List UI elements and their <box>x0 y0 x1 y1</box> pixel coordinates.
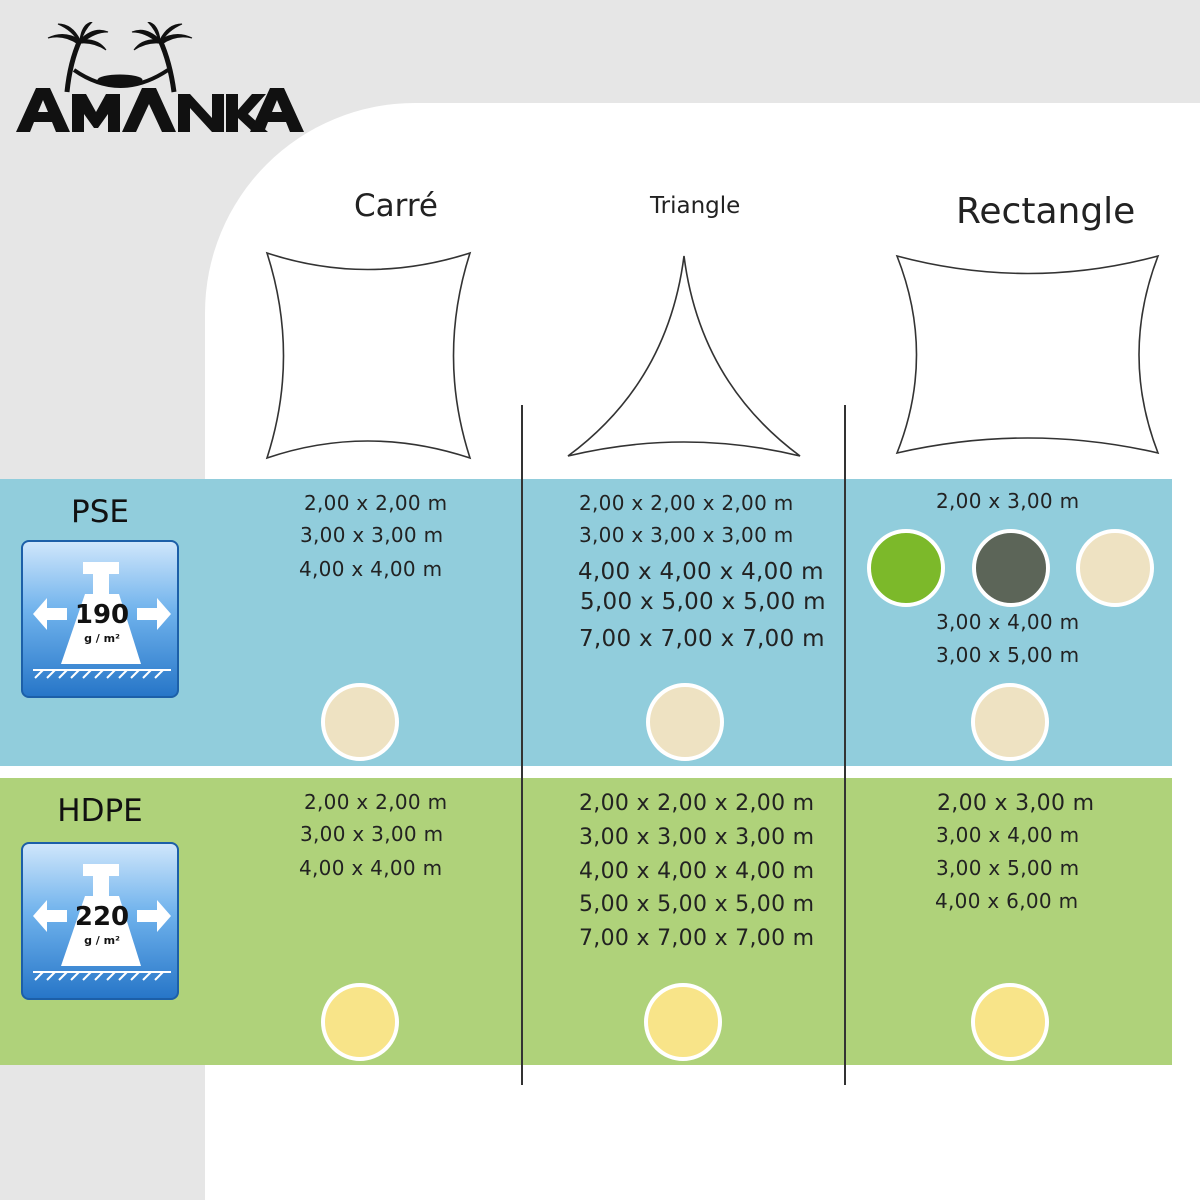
pse-triangle-size: 7,00 x 7,00 x 7,00 m <box>579 626 825 652</box>
color-swatch-green[interactable] <box>867 529 945 607</box>
weight-icon <box>33 864 171 981</box>
pse-triangle-size: 5,00 x 5,00 x 5,00 m <box>580 589 826 615</box>
column-divider-2 <box>844 405 846 1085</box>
color-swatch-sand[interactable] <box>1076 529 1154 607</box>
triangle-sail-shape <box>567 255 801 457</box>
hdpe-rectangle-size: 3,00 x 4,00 m <box>936 823 1080 847</box>
pse-square-size: 3,00 x 3,00 m <box>300 523 444 547</box>
pse-rectangle-size: 2,00 x 3,00 m <box>936 489 1080 513</box>
material-label-hdpe: HDPE <box>57 793 143 829</box>
hdpe-square-size: 4,00 x 4,00 m <box>299 856 443 880</box>
column-divider-1 <box>521 405 523 1085</box>
material-label-pse: PSE <box>71 494 129 530</box>
color-swatch-yellow[interactable] <box>971 983 1049 1061</box>
pse-rectangle-size: 3,00 x 4,00 m <box>936 610 1080 634</box>
pse-square-size: 2,00 x 2,00 m <box>304 491 448 515</box>
shape-title-square: Carré <box>354 188 438 224</box>
color-swatch-yellow[interactable] <box>644 983 722 1061</box>
hdpe-rectangle-size: 4,00 x 6,00 m <box>935 889 1079 913</box>
weight-unit-pse: g / m² <box>84 632 120 645</box>
weight-value-hdpe: 220 <box>74 902 130 932</box>
pse-triangle-size: 4,00 x 4,00 x 4,00 m <box>578 559 824 585</box>
hdpe-triangle-size: 2,00 x 2,00 x 2,00 m <box>579 791 815 816</box>
hdpe-square-size: 2,00 x 2,00 m <box>304 790 448 814</box>
color-swatch-gray[interactable] <box>972 529 1050 607</box>
weight-icon <box>33 562 171 679</box>
hdpe-rectangle-size: 3,00 x 5,00 m <box>936 856 1080 880</box>
pse-square-size: 4,00 x 4,00 m <box>299 557 443 581</box>
color-swatch-sand[interactable] <box>321 683 399 761</box>
weight-badge-hdpe: 220 g / m² <box>21 842 179 1000</box>
band-separator <box>0 766 1172 778</box>
pse-rectangle-size: 3,00 x 5,00 m <box>936 643 1080 667</box>
pse-triangle-size: 3,00 x 3,00 x 3,00 m <box>579 523 794 547</box>
content-card-footer <box>205 1065 1200 1200</box>
weight-value-pse: 190 <box>74 600 130 630</box>
color-swatch-yellow[interactable] <box>321 983 399 1061</box>
rectangle-sail-shape <box>895 254 1160 455</box>
hdpe-rectangle-size: 2,00 x 3,00 m <box>937 791 1095 816</box>
hdpe-triangle-size: 4,00 x 4,00 x 4,00 m <box>579 859 815 884</box>
hdpe-triangle-size: 7,00 x 7,00 x 7,00 m <box>579 926 815 951</box>
color-swatch-sand[interactable] <box>646 683 724 761</box>
amanka-logo <box>16 22 304 132</box>
hdpe-square-size: 3,00 x 3,00 m <box>300 822 444 846</box>
hdpe-triangle-size: 3,00 x 3,00 x 3,00 m <box>579 825 815 850</box>
shape-title-rectangle: Rectangle <box>956 191 1136 232</box>
hdpe-triangle-size: 5,00 x 5,00 x 5,00 m <box>579 892 815 917</box>
shape-title-triangle: Triangle <box>650 193 741 219</box>
weight-unit-hdpe: g / m² <box>84 934 120 947</box>
square-sail-shape <box>265 251 472 460</box>
weight-badge-pse: 190 g / m² <box>21 540 179 698</box>
pse-triangle-size: 2,00 x 2,00 x 2,00 m <box>579 491 794 515</box>
color-swatch-sand[interactable] <box>971 683 1049 761</box>
